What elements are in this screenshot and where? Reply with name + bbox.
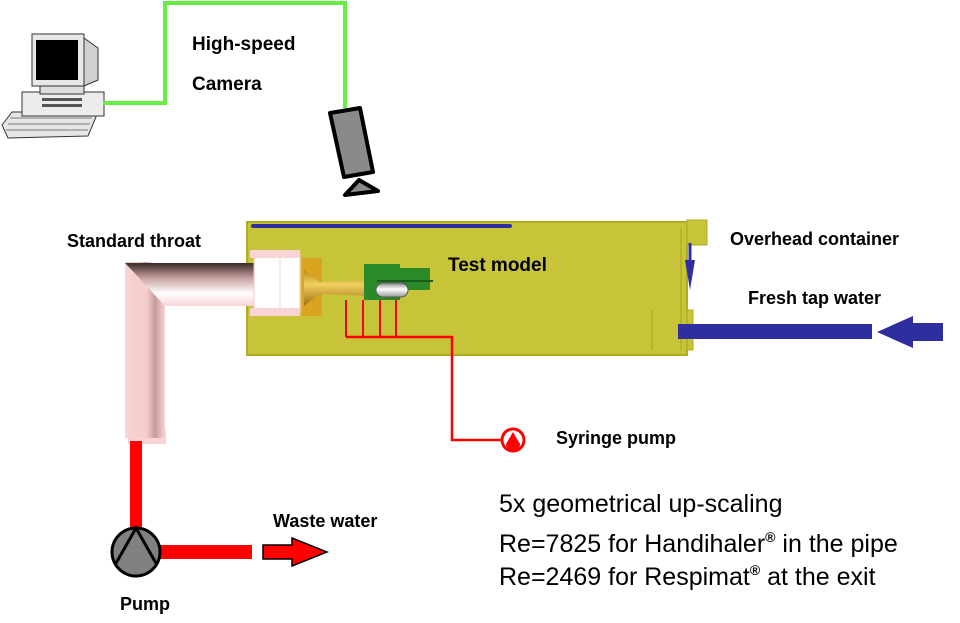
standard-throat-label: Standard throat: [67, 231, 202, 251]
registered-mark: ®: [749, 562, 761, 578]
syringe-pump-label: Syringe pump: [556, 428, 677, 448]
note-handihaler-prefix: Re=7825 for Handihaler: [499, 530, 766, 558]
waste-line-vertical: [130, 441, 142, 541]
note-handihaler-suffix: in the pipe: [775, 530, 898, 558]
standard-throat: [125, 250, 301, 444]
registered-mark: ®: [765, 529, 776, 545]
syringe-pump-lines: [345, 300, 505, 442]
camera-icon: [328, 106, 380, 197]
note-respimat-suffix: at the exit: [760, 563, 876, 591]
inhaler-device: [364, 264, 433, 300]
note-respimat-prefix: Re=2469 for Respimat: [499, 563, 750, 591]
note-respimat: Re=2469 for Respimat® at the exit: [499, 555, 876, 592]
overhead-container-label: Overhead container: [730, 229, 900, 249]
camera-label-line1: High-speed: [192, 34, 296, 55]
arrow-left-icon: [877, 316, 943, 348]
camera-cable: [103, 1, 347, 108]
syringe-pump-icon: [500, 427, 526, 453]
pump-icon: [110, 524, 162, 578]
pump-label: Pump: [120, 594, 171, 614]
tap-water-pipe: [678, 324, 872, 339]
camera-label-line2: Camera: [192, 74, 262, 95]
waste-line-horizontal: [160, 545, 252, 559]
arrow-right-icon: [262, 536, 330, 568]
arrow-down-icon: [685, 243, 695, 290]
test-model-label: Test model: [448, 255, 547, 276]
note-handihaler: Re=7825 for Handihaler® in the pipe: [499, 522, 898, 559]
nozzle: [302, 258, 372, 316]
computer-icon: [1, 33, 105, 139]
waste-water-label: Waste water: [273, 511, 378, 531]
note-scaling: 5x geometrical up-scaling: [499, 490, 783, 518]
fresh-tap-water-label: Fresh tap water: [748, 288, 882, 308]
